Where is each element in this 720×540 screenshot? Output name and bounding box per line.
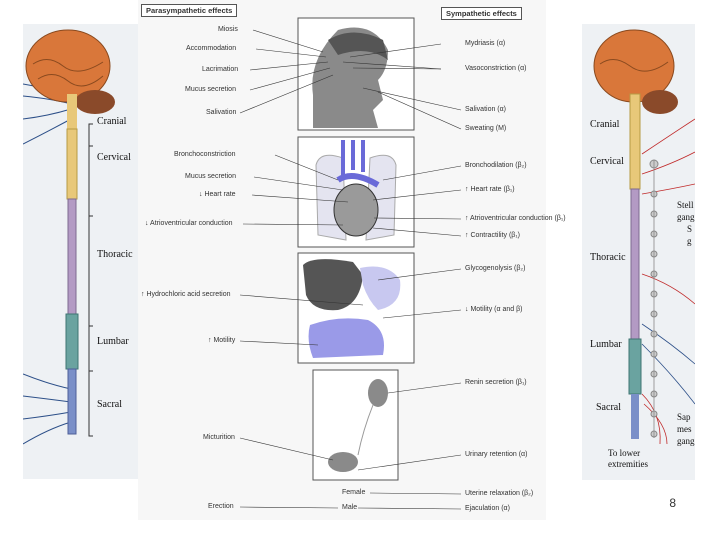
right-label-lumbar: Lumbar bbox=[590, 339, 622, 350]
to-lower-extremities-line2: extremities bbox=[608, 459, 648, 469]
parasympathetic-header: Parasympathetic effects bbox=[141, 4, 238, 17]
left-label-cervical: Cervical bbox=[97, 152, 131, 163]
label-lacrimation: Lacrimation bbox=[202, 66, 239, 73]
right-spine-panel: Cranial Cervical Thoracic Lumbar Sacral … bbox=[582, 24, 696, 480]
left-spine-panel: Cranial Cervical Thoracic Lumbar Sacral bbox=[22, 24, 138, 479]
label-vasoconstriction: Vasoconstriction (α) bbox=[465, 65, 527, 72]
label-motility-up: ↑ Motility bbox=[208, 337, 236, 344]
label-salivation-para: Salivation bbox=[206, 109, 237, 116]
left-label-cranial: Cranial bbox=[97, 116, 127, 127]
right-side-label-6: mes bbox=[677, 424, 692, 434]
organ-illustrations bbox=[239, 17, 462, 510]
autonomic-effects-diagram: Parasympathetic effects Sympathetic effe… bbox=[138, 0, 566, 520]
left-spine-illustration bbox=[22, 29, 115, 445]
sympathetic-header: Sympathetic effects bbox=[441, 7, 522, 20]
left-label-thoracic: Thoracic bbox=[97, 249, 133, 260]
label-urinary-retention: Urinary retention (α) bbox=[465, 451, 528, 458]
label-renin-secretion: Renin secretion (β₁) bbox=[465, 379, 527, 386]
label-motility-down: ↓ Motility (α and β) bbox=[465, 306, 523, 313]
slide-number: 8 bbox=[669, 496, 676, 510]
right-side-label-7: gang bbox=[677, 436, 695, 446]
label-bronchodilation: Bronchodilation (β₂) bbox=[465, 162, 527, 169]
to-lower-extremities-line1: To lower bbox=[608, 448, 641, 458]
right-label-cervical: Cervical bbox=[590, 156, 624, 167]
label-sweating: Sweating (M) bbox=[465, 125, 507, 132]
label-hcl-secretion: ↑ Hydrochloric acid secretion bbox=[141, 291, 231, 298]
label-glycogenolysis: Glycogenolysis (β₂) bbox=[465, 265, 526, 272]
label-av-conduction-up: ↑ Atrioventricular conduction (β₁) bbox=[465, 215, 566, 222]
label-female: Female bbox=[342, 489, 366, 496]
right-side-label-5: Sap bbox=[677, 412, 691, 422]
label-erection: Erection bbox=[208, 503, 234, 510]
label-micturition: Micturition bbox=[203, 434, 235, 441]
label-miosis: Miosis bbox=[218, 26, 238, 33]
label-bronchoconstriction: Bronchoconstriction bbox=[174, 151, 236, 158]
left-label-sacral: Sacral bbox=[97, 399, 122, 410]
right-side-label-1: Stell bbox=[677, 200, 694, 210]
label-salivation-symp: Salivation (α) bbox=[465, 106, 507, 113]
left-label-lumbar: Lumbar bbox=[97, 336, 129, 347]
label-mucus-secretion-chest: Mucus secretion bbox=[185, 173, 236, 180]
right-side-label-3: S bbox=[687, 224, 693, 234]
right-side-label-2: gang bbox=[677, 212, 695, 222]
right-label-sacral: Sacral bbox=[596, 402, 621, 413]
label-uterine-relaxation: Uterine relaxation (β₂) bbox=[465, 490, 534, 497]
label-male: Male bbox=[342, 504, 358, 511]
label-accommodation: Accommodation bbox=[186, 45, 237, 52]
label-mucus-secretion-head: Mucus secretion bbox=[185, 86, 236, 93]
label-av-conduction-down: ↓ Atrioventricular conduction bbox=[145, 220, 233, 227]
right-spine-illustration bbox=[593, 29, 696, 445]
label-contractility: ↑ Contractility (β₁) bbox=[465, 232, 521, 239]
right-side-label-4: g bbox=[687, 236, 692, 246]
right-label-cranial: Cranial bbox=[590, 119, 620, 130]
label-heart-rate-up: ↑ Heart rate (β₁) bbox=[465, 186, 515, 193]
right-label-thoracic: Thoracic bbox=[590, 252, 626, 263]
label-ejaculation: Ejaculation (α) bbox=[465, 505, 510, 512]
label-mydriasis: Mydriasis (α) bbox=[465, 40, 506, 47]
label-heart-rate-down: ↓ Heart rate bbox=[199, 191, 236, 198]
